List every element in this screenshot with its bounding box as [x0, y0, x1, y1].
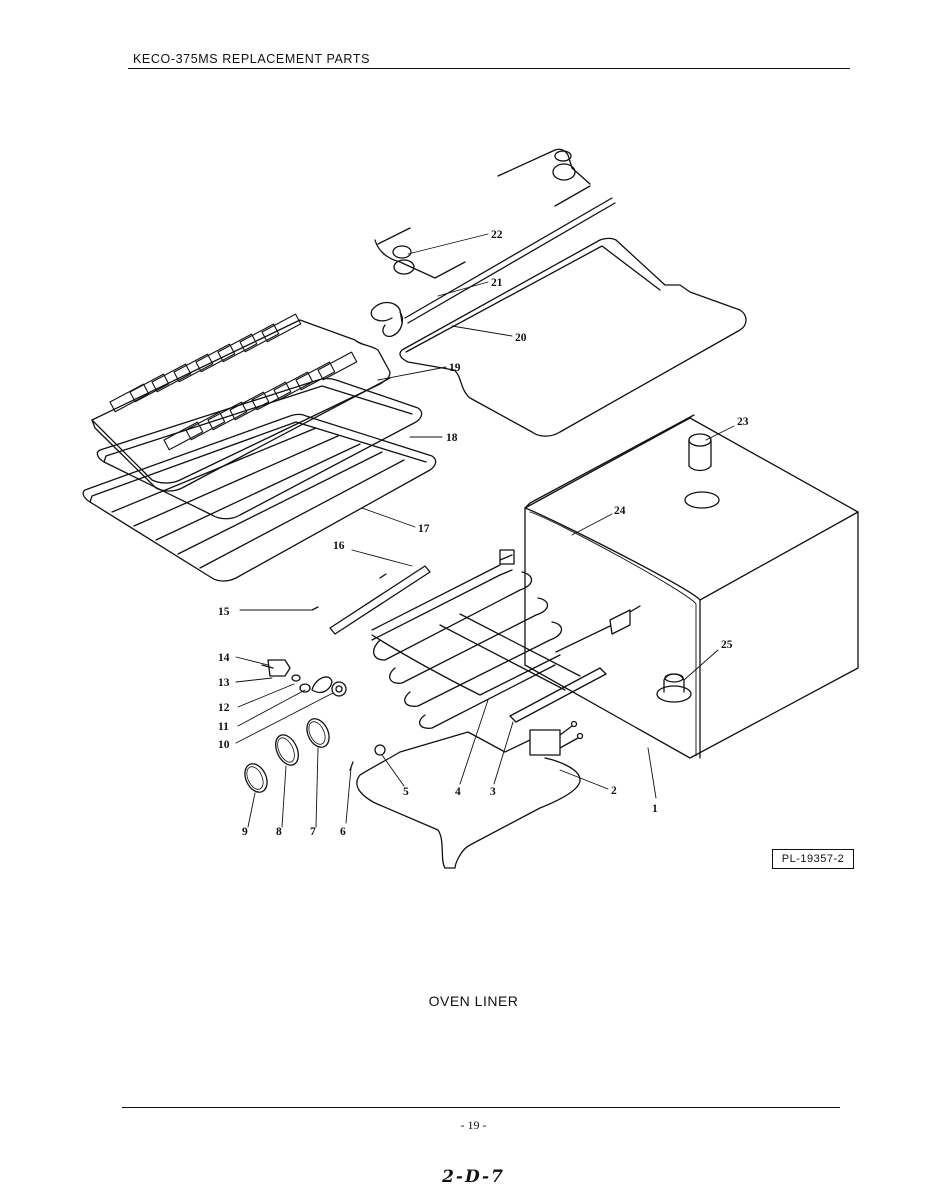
drawing-reference-number: PL-19357-2	[772, 849, 854, 869]
callout-11: 11	[218, 721, 229, 733]
callout-5: 5	[403, 786, 409, 798]
top-heater-element-part	[370, 237, 747, 437]
leader-lines	[235, 233, 735, 828]
callout-15: 15	[218, 606, 230, 618]
callout-1: 1	[652, 803, 658, 815]
page-header-title: KECO-375MS REPLACEMENT PARTS	[133, 52, 371, 66]
page-number: - 19 -	[460, 1118, 487, 1132]
drip-tray-part	[96, 377, 423, 520]
element-guard-rails	[329, 565, 607, 723]
callout-13: 13	[218, 677, 230, 689]
callout-23: 23	[737, 416, 749, 428]
callout-8: 8	[276, 826, 282, 838]
oven-rack-part	[82, 413, 437, 582]
upper-heater-element-part	[371, 549, 641, 729]
bottom-panel-part	[91, 313, 391, 492]
bottom-heater-element-part	[356, 731, 581, 869]
callout-19: 19	[449, 362, 461, 374]
callout-12: 12	[218, 702, 230, 714]
callout-20: 20	[515, 332, 527, 344]
header-rule	[128, 68, 850, 69]
footer-rule	[122, 1107, 840, 1108]
callout-9: 9	[242, 826, 248, 838]
callout-7: 7	[310, 826, 316, 838]
callout-3: 3	[490, 786, 496, 798]
small-hardware-parts	[244, 606, 354, 793]
callout-17: 17	[418, 523, 430, 535]
callout-21: 21	[491, 277, 503, 289]
callout-22: 22	[491, 229, 503, 241]
callout-10: 10	[218, 739, 230, 751]
callout-2: 2	[611, 785, 617, 797]
callout-25: 25	[721, 639, 733, 651]
callout-24: 24	[614, 505, 626, 517]
callout-16: 16	[333, 540, 345, 552]
broil-element-rod-part	[374, 148, 616, 324]
oven-liner-box-part	[524, 414, 859, 759]
figure-caption: OVEN LINER	[428, 993, 519, 1009]
callout-14: 14	[218, 652, 230, 664]
callout-4: 4	[455, 786, 461, 798]
callout-18: 18	[446, 432, 458, 444]
callout-6: 6	[340, 826, 346, 838]
handwritten-note: 2-D-7	[442, 1167, 505, 1187]
